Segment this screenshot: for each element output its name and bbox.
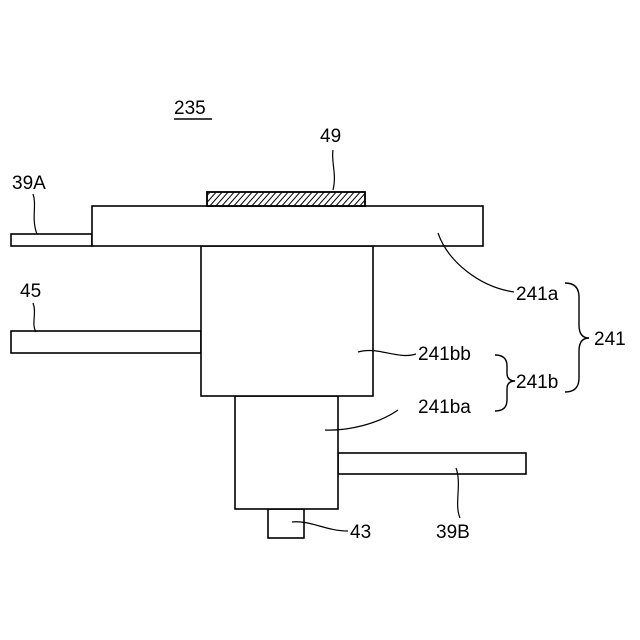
label-241bb: 241bb (418, 344, 471, 365)
label-241ba: 241ba (418, 397, 471, 418)
lower-block-241ba (235, 396, 338, 509)
label-241: 241 (594, 329, 626, 350)
label-45: 45 (20, 281, 41, 302)
label-241a: 241a (516, 284, 559, 305)
upper-block-241bb (201, 246, 373, 396)
label-43: 43 (350, 522, 371, 543)
upper-plate-241a (92, 206, 483, 246)
reference-number: 235 (174, 98, 206, 119)
pad-49 (190, 190, 392, 208)
brace-241b (495, 355, 515, 411)
leader-49 (333, 150, 335, 190)
leader-45 (33, 303, 36, 332)
pin-39a (11, 234, 92, 246)
label-49: 49 (320, 126, 341, 147)
pin-45 (11, 331, 201, 353)
pin-43 (268, 509, 304, 538)
leader-39b (456, 468, 460, 518)
leader-39a (33, 194, 37, 234)
label-39a: 39A (12, 173, 46, 194)
label-39b: 39B (436, 522, 470, 543)
label-241b: 241b (516, 372, 558, 393)
pin-39b (338, 453, 526, 474)
brace-241 (565, 283, 589, 392)
